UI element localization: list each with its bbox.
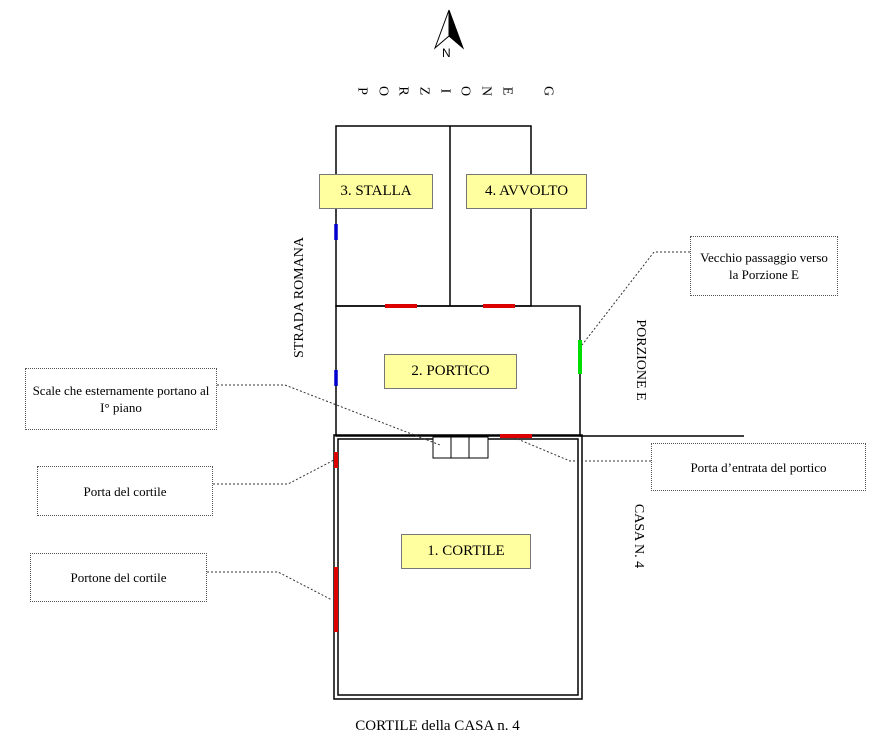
- room-label-cortile: 1. CORTILE: [401, 534, 531, 569]
- room-label-stalla: 3. STALLA: [319, 174, 433, 209]
- diagram-title: CORTILE della CASA n. 4: [355, 718, 520, 734]
- street-north-letter: N: [478, 85, 494, 97]
- room-label-avvolto: 4. AVVOLTO: [466, 174, 587, 209]
- north-arrow-icon: [433, 9, 465, 50]
- compass-north-label: N: [442, 46, 451, 60]
- callout-scale: Scale che esternamente portano al I° pia…: [25, 368, 217, 430]
- leader-porta-portico: [514, 437, 651, 462]
- leader-passaggio: [581, 251, 690, 346]
- street-north-letter: [517, 81, 535, 102]
- street-north: P O R Z I O N E G: [350, 82, 565, 100]
- leader-porta-cortile: [213, 459, 335, 485]
- leader-scale: [217, 384, 441, 446]
- street-east-lower: CASA N. 4: [631, 503, 646, 569]
- street-north-letter: E: [499, 86, 515, 96]
- street-west: STRADA ROMANA: [292, 237, 307, 358]
- street-north-letter: I: [437, 88, 453, 94]
- callout-passaggio: Vecchio passaggio verso la Porzione E: [690, 236, 838, 296]
- street-north-letter: P: [354, 87, 370, 95]
- street-north-letter: O: [375, 85, 391, 97]
- street-north-letter: R: [395, 86, 411, 96]
- callout-porta-portico: Porta d’entrata del portico: [651, 443, 866, 491]
- leader-portone: [207, 571, 333, 601]
- wall-stalla-avvolto: [335, 125, 532, 307]
- callout-portone: Portone del cortile: [30, 553, 207, 602]
- room-label-portico: 2. PORTICO: [384, 354, 517, 389]
- stairs: [432, 436, 489, 459]
- street-north-letter: O: [457, 85, 473, 97]
- callout-porta-cortile: Porta del cortile: [37, 466, 213, 516]
- street-north-letter: Z: [416, 86, 432, 96]
- street-north-letter: G: [540, 85, 556, 97]
- street-east-upper: PORZIONE E: [633, 319, 648, 401]
